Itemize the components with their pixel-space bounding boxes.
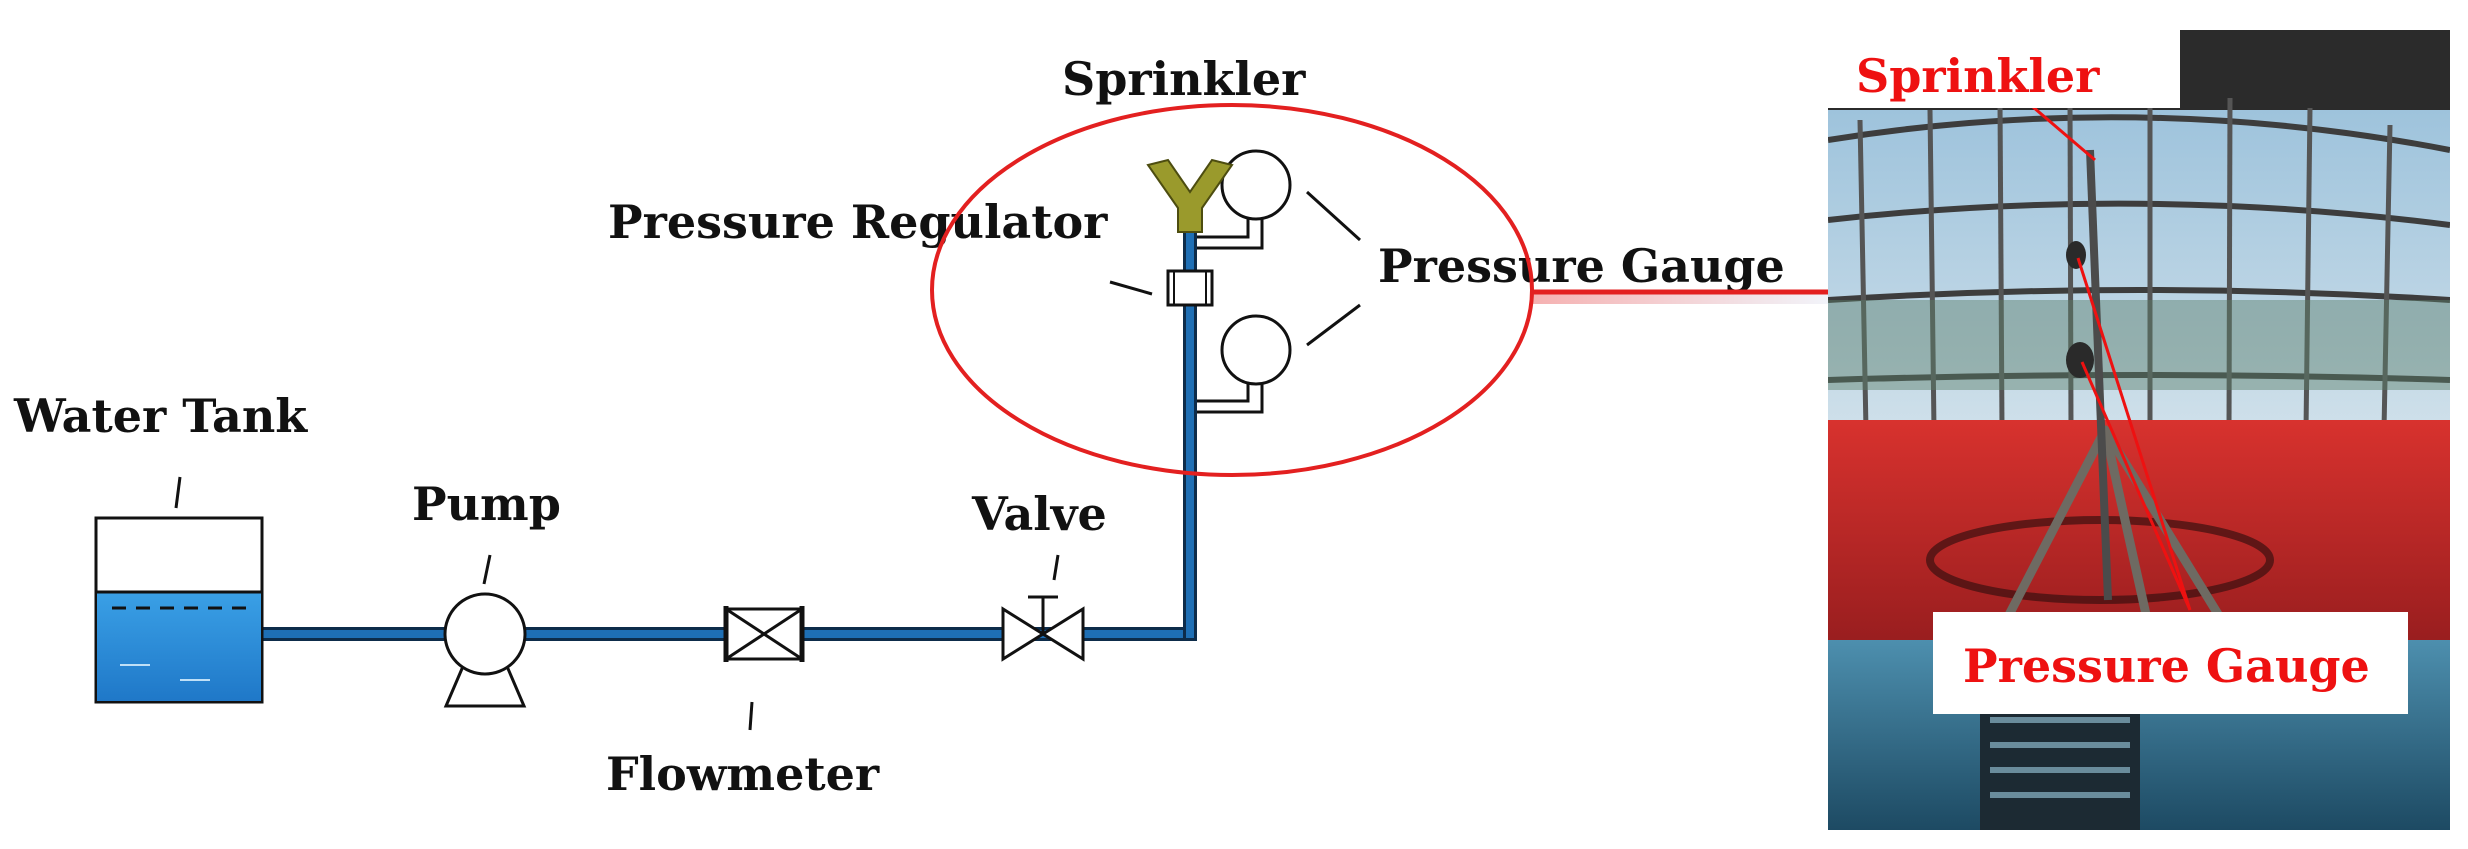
pressure-regulator-label: Pressure Regulator (608, 195, 1108, 249)
valve-leader (1052, 554, 1060, 581)
water-tank (94, 516, 264, 704)
pump-label: Pump (412, 477, 561, 531)
pump-leader (482, 554, 492, 585)
pressure-gauge-lower-icon (1197, 314, 1292, 414)
pressure-gauge-label: Pressure Gauge (1378, 239, 1785, 293)
water-tank-leader (174, 476, 182, 509)
sprinkler-icon (1146, 158, 1234, 233)
flowmeter-leader (748, 701, 754, 731)
pump-icon (443, 592, 527, 708)
test-site-photo (1828, 30, 2450, 830)
water-tank-label: Water Tank (13, 389, 308, 443)
valve-icon (1001, 595, 1085, 662)
valve-label: Valve (971, 487, 1107, 541)
sprinkler-label: Sprinkler (1062, 52, 1306, 106)
water-level (97, 592, 261, 701)
pressure-gauge-leader-upper (1305, 190, 1362, 242)
photo-sprinkler-label: Sprinkler (1856, 49, 2100, 103)
photo-pressure-gauge-label: Pressure Gauge (1963, 639, 2370, 693)
flowmeter-label: Flowmeter (606, 747, 880, 801)
flowmeter-icon (723, 606, 805, 662)
pressure-regulator-icon (1166, 269, 1214, 307)
pressure-gauge-upper-icon (1197, 149, 1292, 250)
pressure-regulator-leader (1109, 280, 1153, 296)
pipeline (262, 230, 1197, 641)
pressure-gauge-leader-lower (1306, 303, 1361, 347)
